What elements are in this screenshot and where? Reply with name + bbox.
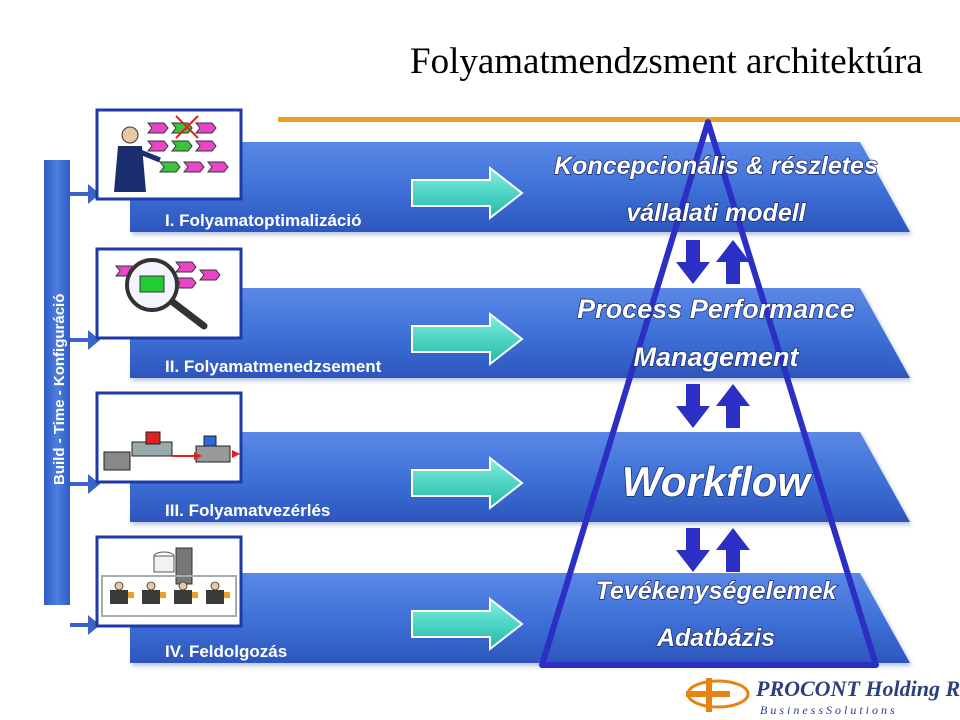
band-shape (130, 573, 910, 663)
presenter-icon (114, 115, 229, 192)
band-label: II. Folyamatmenedzsement (165, 357, 382, 376)
conveyor-icon (103, 431, 240, 471)
down-arrow-icon (676, 528, 710, 572)
updown-arrows-3 (676, 528, 750, 572)
pyramid-level-4-line-2: Adatbázis (656, 624, 775, 652)
connector-line (70, 623, 92, 627)
up-arrow-icon (716, 528, 750, 572)
up-arrow-icon (716, 384, 750, 428)
pyramid (539, 119, 879, 668)
flow-arrow (411, 596, 524, 652)
logo-tagline: B u s i n e s s S o l u t i o n s (760, 703, 895, 717)
connector-arrowhead (88, 184, 100, 204)
magnifier-icon (114, 258, 221, 330)
band-label: III. Folyamatvezérlés (165, 501, 330, 520)
pyramid-outline (539, 119, 879, 668)
icon-box (95, 535, 243, 628)
band-label: IV. Feldolgozás (165, 642, 287, 661)
workstations-icon (101, 547, 237, 617)
flow-arrow (411, 311, 524, 367)
pyramid-level-3-line-1: Workflow (622, 458, 813, 505)
side-label: Build - Time - Konfiguráció (51, 294, 68, 485)
connector-line (70, 338, 92, 342)
band-label: I. Folyamatoptimalizáció (165, 211, 362, 230)
orange-rule (278, 117, 960, 122)
flow-arrow (411, 455, 524, 511)
pyramid-level-1-line-1: Koncepcionális & részletes (554, 152, 878, 180)
connector-arrowhead (88, 615, 100, 635)
band-shape (130, 142, 910, 232)
logo-name: PROCONT Holding Rt. (755, 676, 960, 701)
logo-mark-icon (686, 678, 750, 712)
band-shape (130, 432, 910, 522)
down-arrow-icon (676, 384, 710, 428)
pyramid-level-2-line-1: Process Performance (577, 294, 855, 324)
company-logo: PROCONT Holding Rt. B u s i n e s s S o … (686, 676, 960, 717)
updown-arrows-2 (676, 384, 750, 428)
connector-arrowhead (88, 330, 100, 350)
band-shape (130, 288, 910, 378)
pyramid-level-1-line-2: vállalati modell (626, 199, 806, 227)
down-arrow-icon (676, 240, 710, 284)
band-4: IV. Feldolgozás (70, 535, 910, 663)
connector-line (70, 482, 92, 486)
up-arrow-icon (716, 240, 750, 284)
side-bar (44, 160, 70, 605)
connector-arrowhead (88, 474, 100, 494)
connector-line (70, 192, 92, 196)
pyramid-level-2-line-2: Management (633, 342, 799, 372)
updown-arrows-1 (676, 240, 750, 284)
flow-arrow (411, 165, 524, 221)
band-3: III. Folyamatvezérlés (70, 391, 910, 522)
page-title: Folyamatmendzsment architektúra (410, 41, 923, 82)
pyramid-level-4-line-1: Tevékenységelemek (596, 577, 838, 605)
